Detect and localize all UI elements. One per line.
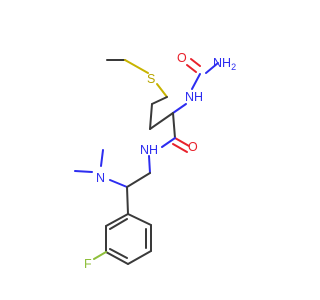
bond-n-methyl-2 (100, 149, 104, 167)
bond-ch-n (109, 179, 128, 188)
bond-ch2-alpha (149, 112, 174, 130)
bond-amide-nh (161, 137, 176, 148)
atom-dimethylamino-n: N (96, 171, 105, 185)
ring-bond-6 (105, 213, 129, 227)
atom-urea-o: O (177, 51, 187, 65)
bond-nh-carbonyl (191, 73, 201, 90)
atom-fluorine: F (84, 257, 92, 271)
bond-ring-f (93, 251, 107, 260)
atom-amide-nh: NH (140, 143, 158, 157)
atom-thioether-s: S (147, 72, 155, 86)
atom-urea-nh2: NH2 (213, 56, 236, 72)
bond-ch2-ch2 (151, 96, 168, 105)
bond-carbonyl-o-2 (190, 58, 201, 67)
bond-amide-o-1 (174, 137, 190, 147)
ring-bond-6-inner (109, 218, 128, 230)
atom-urea-nh: NH (185, 90, 203, 104)
ring-bond-4-inner (109, 248, 128, 259)
bond-ch2-ch (149, 103, 153, 130)
ring-bond-4 (105, 251, 129, 265)
bond-carbonyl-o-1 (186, 64, 197, 73)
atom-amide-o: O (188, 140, 198, 154)
bond-alpha-amide-c (172, 112, 176, 139)
atom-urea-nh2-subscript: 2 (231, 62, 236, 72)
molecule-structure: NH2 O NH S O NH N F (74, 51, 236, 271)
ring-bond-3 (127, 250, 152, 265)
bond-ch-ring (126, 186, 129, 215)
bond-amide-o-2 (172, 143, 188, 153)
bond-nh-ch2 (148, 155, 151, 174)
bond-alpha-nh (172, 103, 187, 114)
bond-n-methyl-1 (74, 170, 93, 173)
bond-s-ch2 (156, 83, 168, 98)
bond-s-methyl (124, 59, 149, 74)
bond-carbonyl-nh2 (205, 62, 219, 74)
ring-bond-1 (127, 213, 152, 226)
bond-ch2-ch-benzyl (126, 172, 151, 188)
atom-urea-nh2-main: NH (213, 56, 231, 70)
